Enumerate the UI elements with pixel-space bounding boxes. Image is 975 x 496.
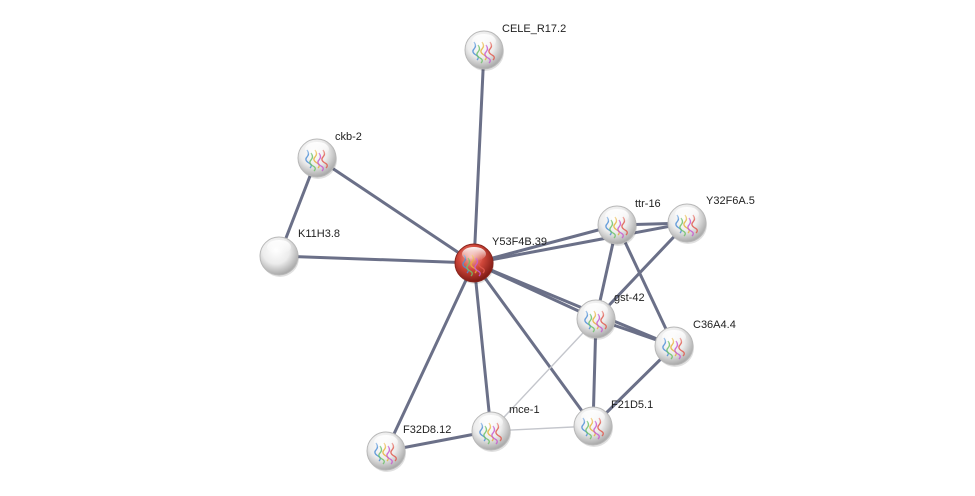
protein-structure-icon	[472, 41, 495, 64]
edge-y53f4b-39-ckb-2[interactable]	[315, 156, 476, 265]
node-label-y32f6a-5: Y32F6A.5	[706, 195, 755, 207]
node-highlight	[581, 410, 605, 424]
node-cele-r17-2[interactable]: CELE_R17.2	[464, 23, 566, 71]
node-label-mce-1: mce-1	[509, 404, 540, 416]
node-ckb-2[interactable]: ckb-2	[297, 131, 362, 179]
edge-ttr-16-c36a4-4[interactable]	[615, 223, 676, 348]
node-label-k11h3-8: K11H3.8	[298, 228, 340, 240]
node-y53f4b-39[interactable]: Y53F4B.39	[454, 236, 547, 284]
node-label-ttr-16: ttr-16	[635, 198, 661, 210]
node-label-ckb-2: ckb-2	[335, 131, 362, 143]
node-highlight	[267, 240, 291, 254]
node-label-f32d8-12: F32D8.12	[403, 424, 451, 436]
edge-y53f4b-39-y32f6a-5[interactable]	[472, 221, 689, 265]
node-label-gst-42: gst-42	[614, 292, 645, 304]
edge-gst-42-mce-1[interactable]	[490, 318, 597, 432]
edge-y53f4b-39-f21d5-1[interactable]	[472, 261, 595, 428]
node-highlight	[472, 34, 496, 48]
edge-y53f4b-39-c36a4-4[interactable]	[472, 261, 676, 348]
node-gst-42[interactable]: gst-42	[576, 292, 645, 340]
edge-y53f4b-39-ttr-16[interactable]	[472, 223, 619, 265]
edge-y53f4b-39-mce-1[interactable]	[472, 261, 493, 433]
node-highlight	[479, 415, 503, 429]
edge-y53f4b-39-f32d8-12[interactable]	[384, 261, 476, 453]
node-highlight	[662, 330, 686, 344]
node-highlight	[584, 303, 608, 317]
node-mce-1[interactable]: mce-1	[471, 404, 540, 452]
node-label-y53f4b-39: Y53F4B.39	[492, 236, 547, 248]
edge-y53f4b-39-k11h3-8[interactable]	[277, 254, 476, 265]
node-f21d5-1[interactable]: F21D5.1	[573, 399, 653, 447]
node-label-c36a4-4: C36A4.4	[693, 319, 736, 331]
node-y32f6a-5[interactable]: Y32F6A.5	[667, 195, 755, 244]
node-highlight	[605, 209, 629, 223]
node-highlight	[305, 142, 329, 156]
node-label-cele-r17-2: CELE_R17.2	[502, 23, 566, 35]
edge-y53f4b-39-cele-r17-2[interactable]	[472, 48, 486, 265]
node-k11h3-8[interactable]: K11H3.8	[259, 228, 340, 277]
node-label-f21d5-1: F21D5.1	[611, 399, 653, 411]
node-highlight	[462, 247, 486, 261]
node-ttr-16[interactable]: ttr-16	[597, 198, 661, 246]
edge-y32f6a-5-gst-42[interactable]	[594, 221, 689, 321]
node-highlight	[374, 435, 398, 449]
node-c36a4-4[interactable]: C36A4.4	[654, 319, 736, 367]
node-highlight	[675, 207, 699, 221]
node-f32d8-12[interactable]: F32D8.12	[366, 424, 451, 472]
